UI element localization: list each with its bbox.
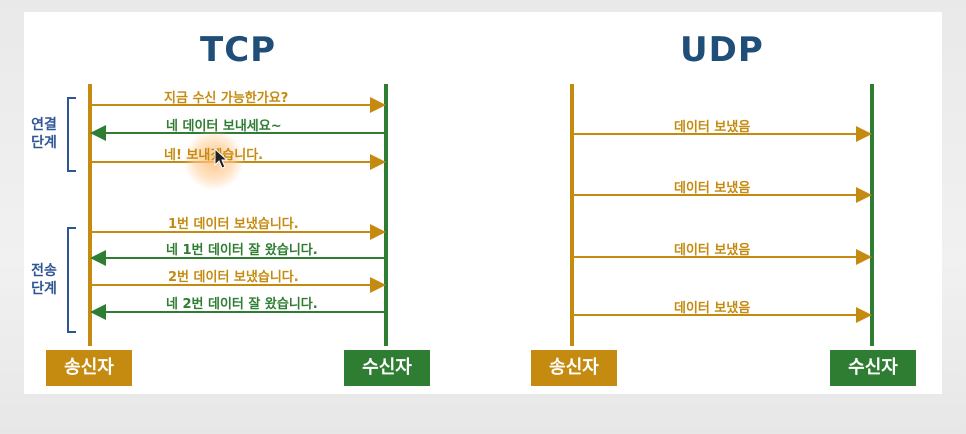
connect-phase-text: 연결 단계 — [31, 117, 57, 151]
tcp-message-6: 2번 데이터 보냈습니다. — [168, 270, 299, 285]
tcp-message-5: 네 1번 데이터 잘 왔습니다. — [166, 243, 318, 258]
udp-receiver-box: 수신자 — [830, 350, 916, 386]
tcp-sender-box: 송신자 — [46, 350, 132, 386]
tcp-message-7: 네 2번 데이터 잘 왔습니다. — [166, 297, 318, 312]
udp-message-4: 데이터 보냈음 — [674, 301, 751, 316]
diagram-lines — [67, 84, 874, 346]
cursor-highlight — [184, 130, 244, 190]
connect-phase-label: 연결 단계 — [24, 116, 64, 152]
tcp-title: TCP — [200, 30, 277, 70]
mouse-pointer-icon — [214, 148, 229, 169]
slide: TCP UDP 연결 단계 전송 단계 지금 수신 가능한가요? 네 데이터 보… — [24, 12, 942, 394]
tcp-receiver-box: 수신자 — [344, 350, 430, 386]
connect-bracket — [67, 97, 76, 172]
udp-sender-box: 송신자 — [531, 350, 617, 386]
transfer-bracket — [67, 227, 76, 333]
tcp-message-3: 네! 보내겠습니다. — [164, 148, 264, 163]
tcp-message-4: 1번 데이터 보냈습니다. — [168, 217, 299, 232]
udp-message-2: 데이터 보냈음 — [674, 181, 751, 196]
transfer-phase-text: 전송 단계 — [31, 263, 57, 297]
udp-message-3: 데이터 보냈음 — [674, 243, 751, 258]
transfer-phase-label: 전송 단계 — [24, 262, 64, 298]
udp-message-1: 데이터 보냈음 — [674, 120, 751, 135]
tcp-message-2: 네 데이터 보내세요~ — [166, 119, 282, 134]
tcp-message-1: 지금 수신 가능한가요? — [164, 91, 289, 106]
udp-title: UDP — [680, 30, 764, 70]
